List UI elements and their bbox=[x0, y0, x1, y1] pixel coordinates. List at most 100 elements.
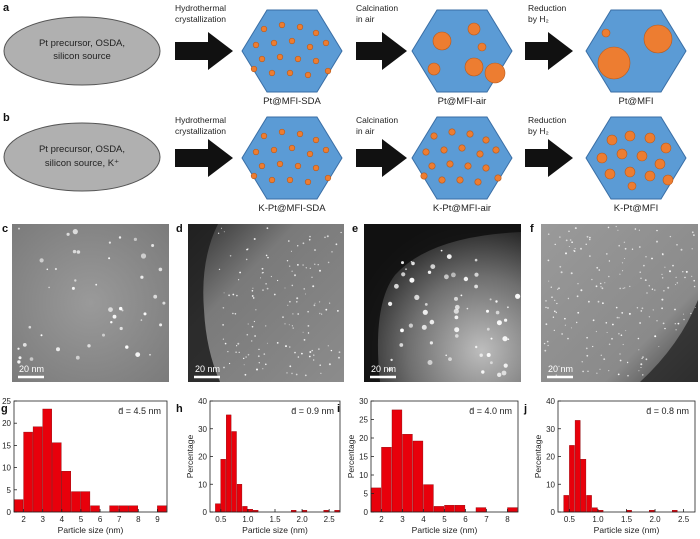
tem-particle bbox=[570, 327, 572, 329]
tem-particle bbox=[662, 322, 665, 325]
x-tick-label: 1.0 bbox=[242, 515, 254, 524]
tem-particle bbox=[326, 235, 329, 238]
histogram-bar bbox=[412, 440, 424, 513]
tem-particle bbox=[547, 307, 549, 309]
tem-particle bbox=[454, 315, 459, 320]
tem-particle bbox=[454, 327, 460, 333]
panel-letter-h: h bbox=[176, 403, 183, 415]
tem-particle bbox=[224, 342, 227, 345]
x-tick-label: 7 bbox=[484, 515, 489, 524]
histogram-bar bbox=[507, 507, 518, 513]
tem-particle bbox=[276, 342, 279, 344]
pt-particle bbox=[427, 62, 441, 76]
panel-letter-d: d bbox=[176, 223, 183, 235]
tem-particle bbox=[684, 276, 686, 279]
tem-particle bbox=[486, 309, 489, 313]
y-tick-label: 30 bbox=[546, 425, 555, 434]
panel-letter-e: e bbox=[352, 223, 358, 235]
tem-particle bbox=[636, 307, 639, 309]
scale-label-f: 20 nm bbox=[548, 364, 573, 374]
tem-particle bbox=[265, 283, 267, 285]
tem-particle bbox=[547, 344, 549, 347]
tem-particle bbox=[297, 313, 300, 315]
tem-particle bbox=[515, 293, 521, 299]
pt-particle bbox=[250, 172, 258, 180]
step-a3-line-1: Reduction bbox=[528, 3, 567, 13]
tem-particle bbox=[474, 284, 478, 289]
x-tick-label: 2.0 bbox=[297, 515, 309, 524]
tem-particle bbox=[607, 226, 610, 229]
tem-particle bbox=[258, 362, 260, 364]
x-tick-label: 1.0 bbox=[592, 515, 604, 524]
tem-particle bbox=[313, 359, 315, 361]
tem-particle bbox=[309, 267, 311, 269]
y-tick-label: 0 bbox=[203, 508, 208, 517]
tem-particle bbox=[251, 295, 254, 297]
tem-particle bbox=[661, 253, 664, 255]
tem-particle bbox=[589, 239, 591, 241]
tem-particle bbox=[629, 285, 631, 287]
step-b2-line-2: in air bbox=[356, 126, 375, 136]
panel-letter-g: g bbox=[1, 403, 8, 415]
histogram-bar bbox=[42, 408, 52, 513]
tem-particle bbox=[56, 347, 60, 352]
tem-particle bbox=[330, 349, 333, 352]
pt-particle bbox=[458, 144, 466, 152]
pt-particle bbox=[606, 134, 618, 146]
tem-particle bbox=[292, 327, 294, 329]
tem-particle bbox=[463, 276, 469, 282]
y-tick-label: 20 bbox=[359, 434, 368, 443]
pt-particle bbox=[294, 55, 302, 63]
histogram-bar bbox=[569, 445, 575, 513]
tem-particle bbox=[28, 325, 32, 329]
tem-particle bbox=[302, 264, 304, 266]
tem-particle bbox=[596, 372, 598, 374]
tem-particle bbox=[313, 304, 316, 307]
tem-particle bbox=[394, 283, 399, 289]
y-tick-label: 40 bbox=[198, 397, 207, 406]
tem-particle bbox=[645, 358, 648, 361]
tem-particle bbox=[253, 320, 255, 323]
tem-particle bbox=[260, 277, 261, 279]
tem-particle bbox=[675, 284, 677, 286]
tem-particle bbox=[409, 277, 415, 283]
x-tick-label: 4 bbox=[60, 515, 65, 524]
tem-particle bbox=[490, 361, 493, 365]
pt-particle bbox=[288, 37, 296, 45]
y-tick-label: 20 bbox=[198, 453, 207, 462]
tem-particle bbox=[669, 270, 671, 273]
tem-particle bbox=[238, 351, 240, 353]
tem-particle bbox=[545, 323, 548, 326]
tem-particle bbox=[304, 374, 307, 377]
tem-particle bbox=[388, 301, 393, 306]
tem-particle bbox=[227, 351, 229, 353]
tem-particle bbox=[693, 234, 695, 237]
tem-particle bbox=[284, 287, 286, 289]
tem-particle bbox=[314, 302, 316, 304]
tem-particle bbox=[644, 279, 647, 281]
pt-particle bbox=[324, 67, 332, 75]
y-tick-label: 0 bbox=[551, 508, 556, 517]
tem-particle bbox=[29, 357, 34, 361]
tem-particle bbox=[637, 337, 640, 340]
tem-particle bbox=[257, 355, 260, 358]
tem-particle bbox=[296, 297, 299, 300]
tem-particle bbox=[74, 279, 77, 282]
x-tick-label: 5 bbox=[442, 515, 447, 524]
tem-particle bbox=[75, 355, 80, 360]
tem-particle bbox=[284, 323, 286, 325]
tem-particle bbox=[599, 368, 601, 370]
tem-particle bbox=[555, 374, 557, 376]
y-tick-label: 10 bbox=[546, 480, 555, 489]
tem-particle bbox=[266, 227, 269, 230]
y-tick-label: 10 bbox=[2, 464, 11, 473]
tem-particle bbox=[305, 267, 307, 269]
tem-particle bbox=[624, 247, 627, 250]
tem-particle bbox=[675, 329, 677, 331]
x-tick-label: 2 bbox=[21, 515, 26, 524]
tem-particle bbox=[627, 374, 629, 377]
pt-particle bbox=[304, 178, 312, 186]
tem-particle bbox=[495, 300, 498, 303]
tem-particle bbox=[320, 372, 322, 374]
